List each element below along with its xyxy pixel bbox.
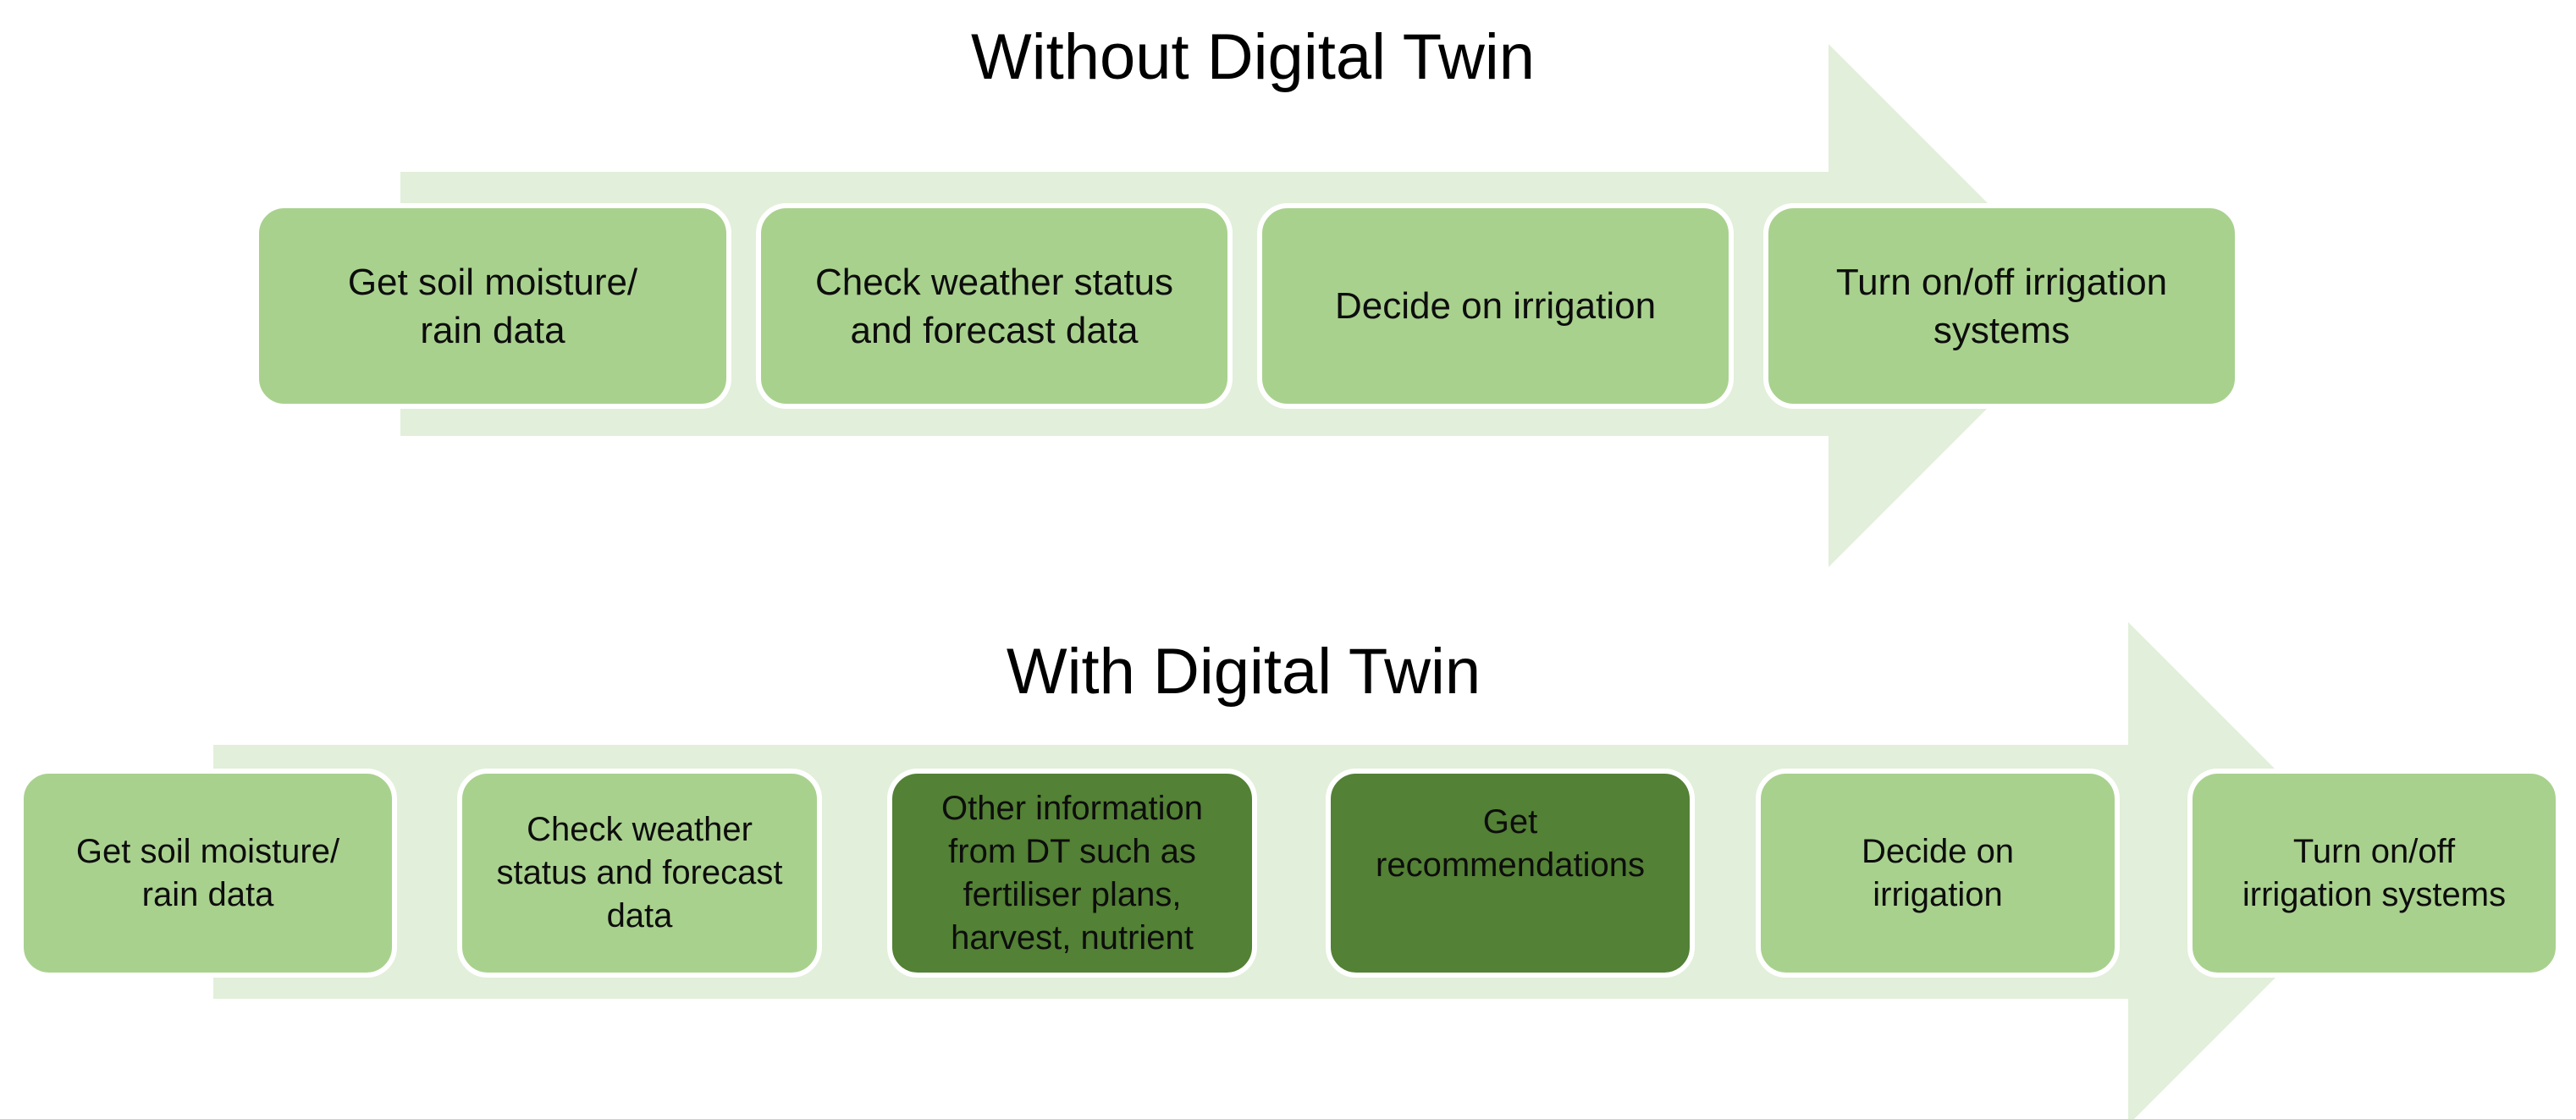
step-label-line: Check weather [527, 811, 753, 848]
step-label-line: systems [1933, 309, 2071, 351]
step-label-line: Check weather status [814, 261, 1174, 303]
step-label-line: fertiliser plans, [963, 875, 1182, 913]
step-box-with-digital-twin-4: Get recommendations [1326, 769, 1695, 978]
flow-title-with-digital-twin: With Digital Twin [1006, 636, 1481, 708]
flow-title-without-digital-twin: Without Digital Twin [971, 21, 1535, 93]
step-label-line: irrigation systems [2242, 875, 2507, 913]
step-label-line: Turn on/off [2292, 832, 2456, 870]
step-box-with-digital-twin-3: Other information from DT such as fertilis… [887, 769, 1257, 978]
step-label-line: Turn on/off irrigation [1835, 261, 2168, 303]
step-label-line: and forecast data [850, 309, 1139, 351]
step-box-with-digital-twin-5: Decide on irrigation [1756, 769, 2120, 978]
step-box-without-digital-twin-3: Decide on irrigation [1257, 203, 1734, 409]
step-label-line: Get soil moisture/ [347, 261, 638, 303]
step-box-without-digital-twin-2: Check weather status and forecast data [756, 203, 1233, 409]
step-label-line: Other information [940, 789, 1204, 827]
step-box-with-digital-twin-6: Turn on/off irrigation systems [2187, 769, 2561, 978]
step-box-with-digital-twin-2: Check weather status and forecast data [457, 769, 822, 978]
step-box-with-digital-twin-1: Get soil moisture/rain data [19, 769, 397, 978]
step-label-line: status and forecast [496, 854, 783, 891]
step-label-line: recommendations [1376, 846, 1645, 884]
step-label-line: Decide on [1861, 832, 2015, 870]
step-box-without-digital-twin-4: Turn on/off irrigation systems [1763, 203, 2240, 409]
step-label-line: harvest, nutrient [951, 918, 1194, 956]
step-label-line: Decide on irrigation [1334, 285, 1657, 327]
step-label-line: irrigation [1873, 875, 2003, 913]
step-label-line: data [606, 897, 673, 934]
step-label-line: Get soil moisture/ [75, 832, 340, 870]
step-label-line: Get [1482, 802, 1538, 841]
step-label-line: rain data [141, 875, 274, 913]
step-label-line: rain data [420, 309, 565, 351]
step-label-line: from DT such as [948, 832, 1196, 870]
step-box-without-digital-twin-1: Get soil moisture/rain data [254, 203, 731, 409]
